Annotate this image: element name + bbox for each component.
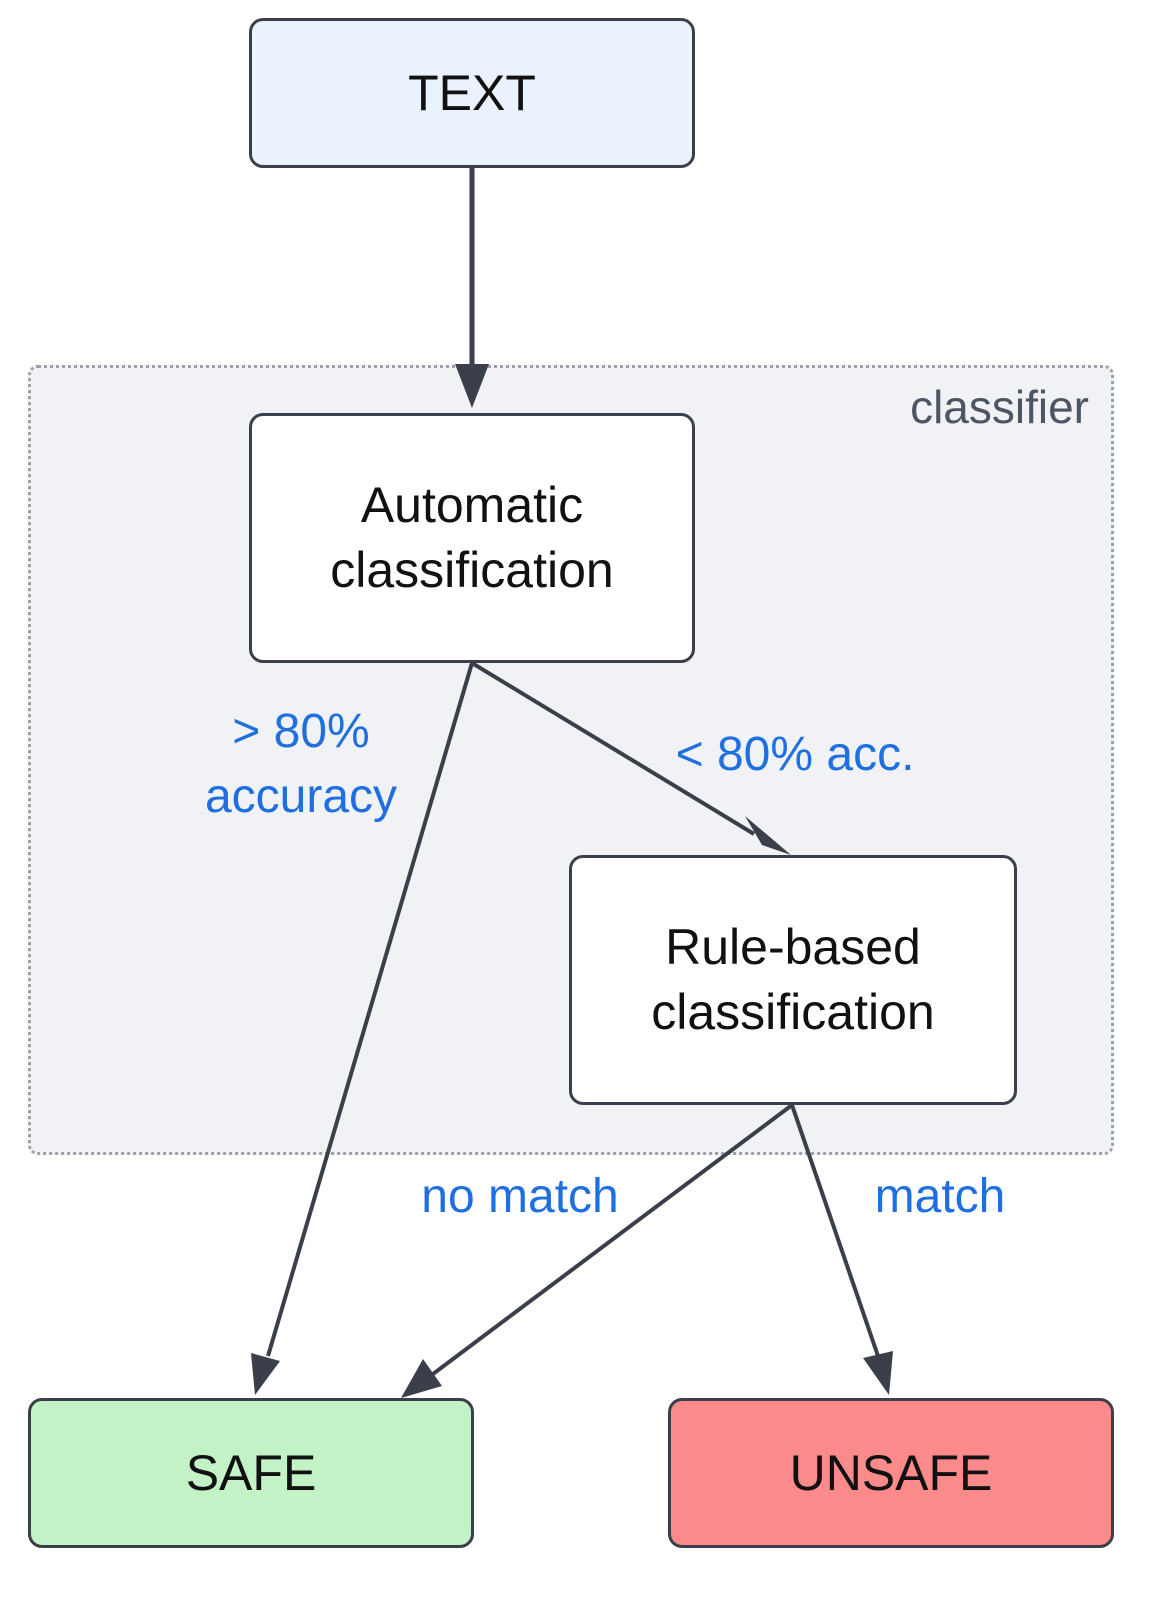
- text-node: TEXT: [249, 18, 695, 168]
- unsafe-node-label: UNSAFE: [789, 1444, 993, 1501]
- arrowhead-safe-from-rule: [401, 1359, 442, 1398]
- edge-label-high-accuracy: > 80% accuracy: [204, 705, 398, 823]
- unsafe-node: UNSAFE: [668, 1398, 1114, 1548]
- text-node-label: TEXT: [408, 64, 536, 121]
- automatic-classification-node: Automatic classification: [249, 413, 695, 663]
- edge-label-low-accuracy: < 80% acc.: [675, 728, 915, 781]
- classifier-group-label: classifier: [910, 381, 1089, 433]
- edge-label-match: match: [874, 1170, 1006, 1223]
- arrowhead-unsafe: [863, 1351, 893, 1395]
- safe-node: SAFE: [28, 1398, 474, 1548]
- automatic-classification-label: Automatic classification: [330, 477, 614, 598]
- rule-based-classification-node: Rule-based classification: [569, 855, 1017, 1105]
- safe-node-label: SAFE: [185, 1444, 317, 1501]
- edge-label-no-match: no match: [421, 1170, 619, 1223]
- rule-based-classification-label: Rule-based classification: [651, 919, 935, 1040]
- arrowhead-safe-from-automatic: [251, 1353, 280, 1395]
